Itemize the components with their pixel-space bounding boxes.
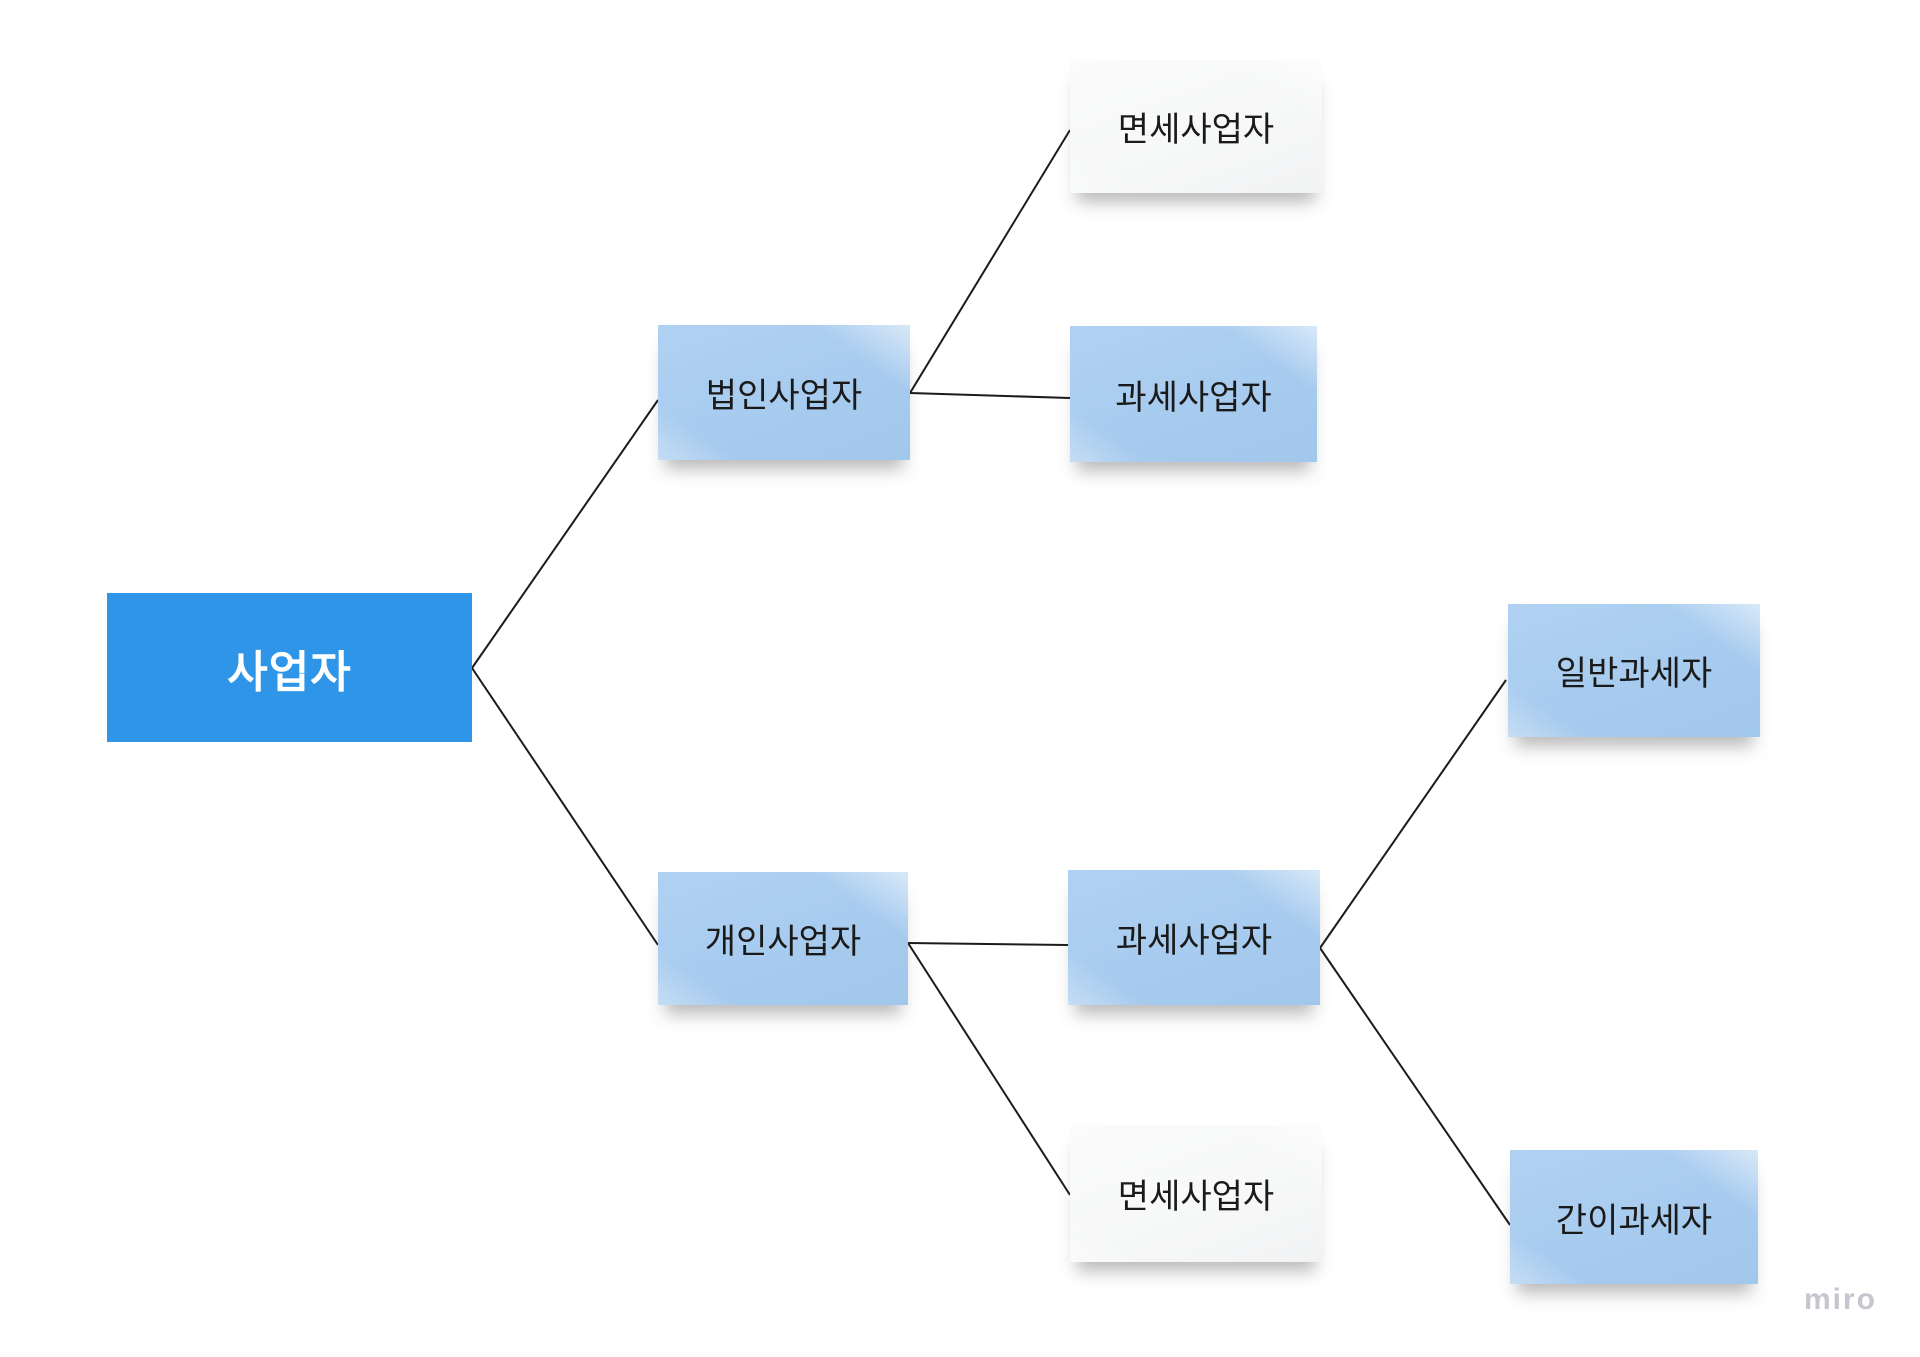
connector-taxable-general[interactable] — [1319, 679, 1507, 949]
node-individual-business-label: 개인사업자 — [704, 923, 862, 961]
node-taxable-business-corporate-label: 과세사업자 — [1115, 378, 1272, 417]
node-corporate-business[interactable]: 법인사업자 — [658, 325, 910, 460]
connector-individual-taxable[interactable] — [907, 942, 1069, 946]
node-simplified-taxpayer[interactable]: 간이과세자 — [1510, 1150, 1758, 1284]
node-tax-exempt-business-corporate-label: 면세사업자 — [1117, 111, 1275, 149]
node-tax-exempt-business-corporate[interactable]: 면세사업자 — [1070, 60, 1322, 193]
node-tax-exempt-business-individual-label: 면세사업자 — [1117, 1178, 1275, 1216]
node-corporate-business-label: 법인사업자 — [705, 377, 863, 415]
node-tax-exempt-business-individual[interactable]: 면세사업자 — [1070, 1125, 1322, 1262]
node-business-root-label: 사업자 — [227, 647, 352, 697]
node-simplified-taxpayer-label: 간이과세자 — [1555, 1201, 1713, 1240]
node-general-taxpayer-label: 일반과세자 — [1555, 655, 1713, 693]
connector-corporate-taxable[interactable] — [909, 392, 1071, 399]
connector-root-individual[interactable] — [471, 667, 659, 946]
connector-individual-exempt[interactable] — [907, 942, 1071, 1196]
node-taxable-business-individual[interactable]: 과세사업자 — [1068, 870, 1320, 1005]
node-individual-business[interactable]: 개인사업자 — [658, 872, 908, 1005]
node-general-taxpayer[interactable]: 일반과세자 — [1508, 604, 1760, 737]
node-taxable-business-corporate[interactable]: 과세사업자 — [1070, 326, 1317, 462]
node-business-root[interactable]: 사업자 — [107, 593, 472, 742]
connector-root-corporate[interactable] — [471, 399, 659, 669]
miro-watermark[interactable]: miro — [1803, 1283, 1877, 1316]
node-taxable-business-individual-label: 과세사업자 — [1115, 922, 1273, 960]
connector-corporate-exempt[interactable] — [909, 129, 1071, 394]
connector-taxable-simplified[interactable] — [1319, 947, 1511, 1226]
